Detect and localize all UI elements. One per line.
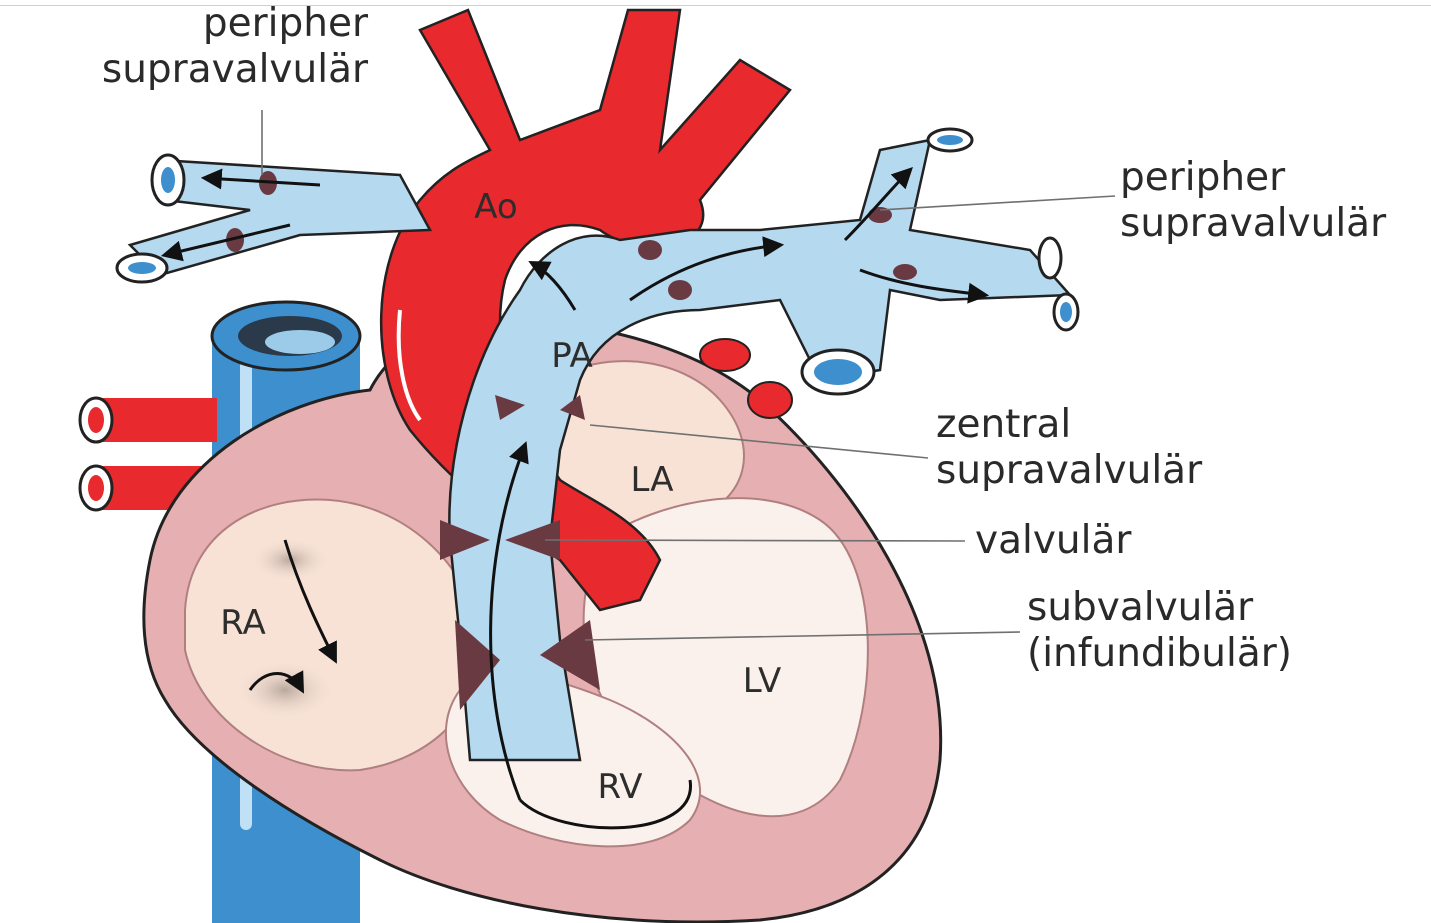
label-supravalvular-right: supravalvulär — [1120, 201, 1387, 246]
label-valvular: valvulär — [975, 518, 1132, 563]
label-peripher-left: peripher — [203, 1, 369, 46]
label-zentral-supravalvular: supravalvulär — [936, 448, 1203, 493]
chamber-label-rv: RV — [597, 767, 642, 807]
chamber-label-pa: PA — [551, 336, 593, 376]
label-supravalvular-left: supravalvulär — [102, 47, 369, 92]
label-zentral: zentral — [936, 402, 1071, 447]
chamber-label-ao: Ao — [474, 187, 517, 227]
label-infundibular: (infundibulär) — [1027, 631, 1292, 676]
chamber-label-lv: LV — [743, 661, 781, 701]
label-peripher-right: peripher — [1120, 155, 1286, 200]
chamber-label-ra: RA — [220, 603, 266, 643]
chamber-label-la: LA — [631, 460, 674, 500]
label-subvalvular: subvalvulär — [1027, 585, 1254, 630]
